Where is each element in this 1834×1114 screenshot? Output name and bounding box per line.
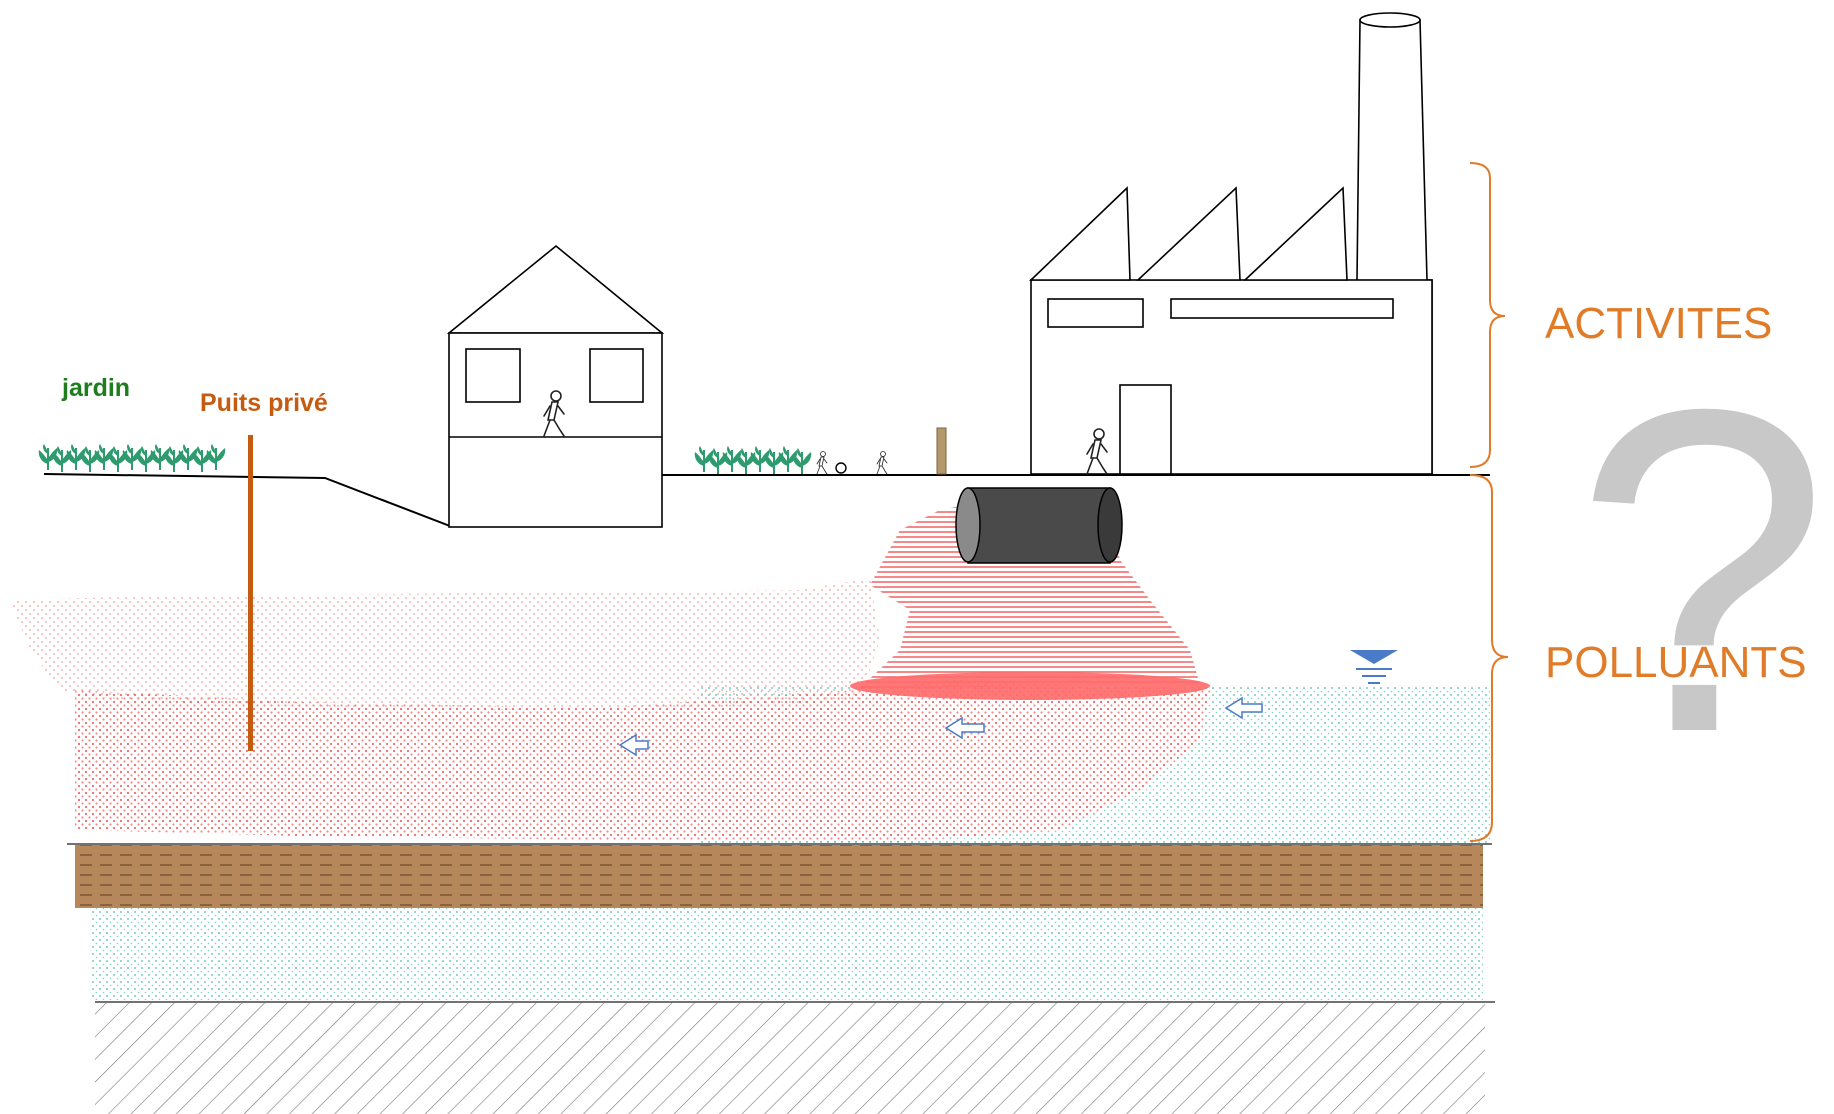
polluants-brace [1469,474,1509,842]
child-with-ball-icon [816,451,828,475]
factory [1029,12,1433,475]
puits-prive-label: Puits privé [200,389,328,417]
polluants-label: POLLUANTS [1545,638,1807,687]
water-table-icon [1350,650,1398,684]
post-icon [936,427,947,475]
activites-brace [1469,162,1506,468]
ground-surface-line [43,473,1490,527]
bedrock-layer [95,1003,1485,1114]
house [446,244,665,528]
garden-plants [37,443,227,473]
ball-icon [835,462,847,474]
jardin-label: jardin [61,374,130,402]
private-well [248,435,253,751]
middle-plants [693,445,813,475]
flow-arrow-icon [618,696,1263,757]
question-mark: ? [1574,315,1830,828]
clay-layer [75,845,1483,908]
child-walking-icon [876,451,888,475]
activites-label: ACTIVITES [1545,299,1772,348]
drum-icon [955,487,1123,564]
lower-aquifer [90,908,1483,1000]
diffuse-pollution-zone [10,578,880,710]
pollution-plume [75,680,1210,842]
pollution-lens [850,672,1210,700]
